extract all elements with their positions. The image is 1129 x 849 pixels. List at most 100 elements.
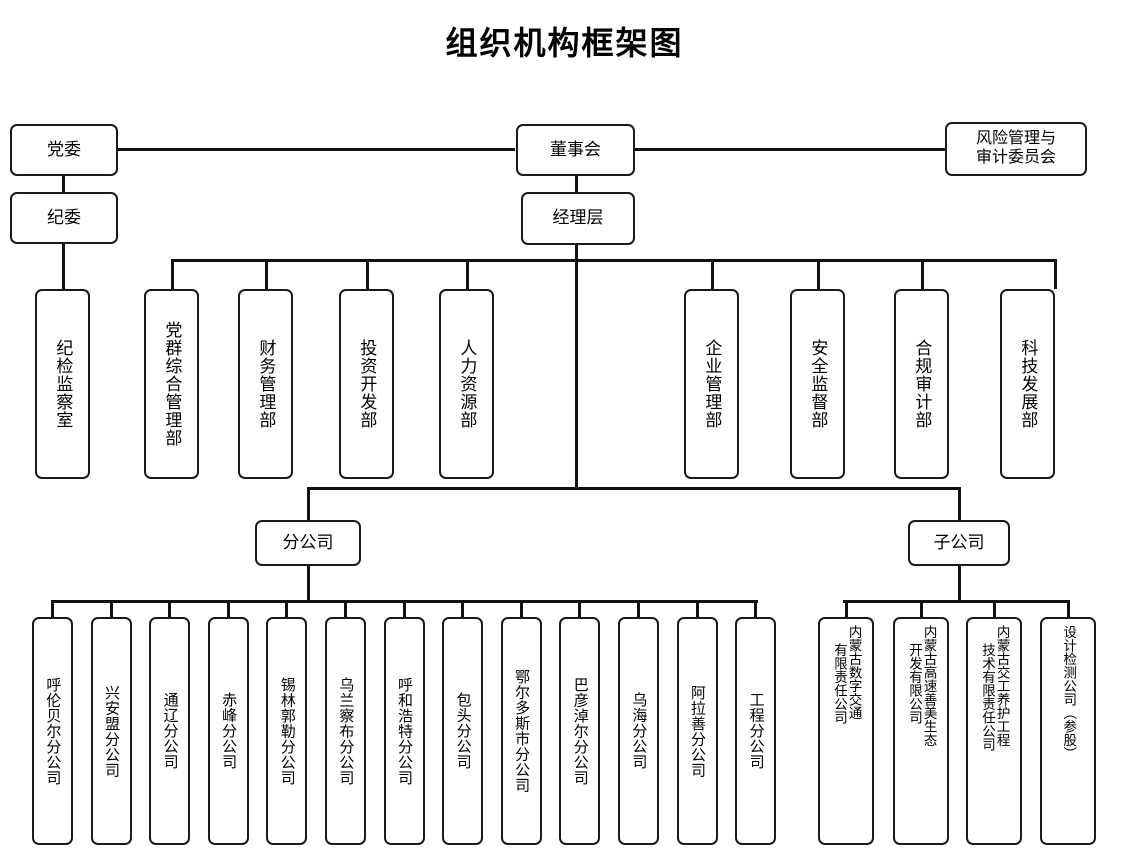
node-branch-0[interactable]: 呼伦贝尔分公司: [32, 617, 73, 845]
node-branch-7[interactable]: 包头分公司: [442, 617, 484, 845]
node-label: 包头分公司: [454, 692, 472, 770]
node-label: 科技发展部: [1018, 339, 1038, 429]
connector-bus-to-subsidiary-group: [958, 487, 961, 520]
node-department-left-3[interactable]: 人力资源部: [439, 289, 494, 479]
connector-subsidiary-stem: [844, 600, 848, 619]
node-label: 子公司: [933, 532, 985, 552]
node-department-left-2[interactable]: 投资开发部: [339, 289, 394, 479]
connector-branch-stem: [109, 600, 113, 619]
connector-subsidiary-bus: [843, 600, 1070, 603]
node-department-left-1[interactable]: 财务管理部: [238, 289, 293, 479]
node-subsidiary-1[interactable]: 内蒙古高速善美生态开发有限公司: [893, 617, 949, 845]
node-label: 董事会: [550, 139, 601, 159]
node-department-right-2[interactable]: 合规审计部: [894, 289, 949, 479]
connector-subsidiary-stem: [919, 600, 923, 619]
node-subsidiary-2[interactable]: 内蒙古交工养护工程技术有限责任公司: [966, 617, 1022, 845]
node-department-right-3[interactable]: 科技发展部: [1000, 289, 1055, 479]
connector-management-to-company-bus: [575, 259, 578, 488]
connector-branch-stem: [285, 600, 289, 619]
node-label: 呼和浩特分公司: [395, 676, 413, 786]
node-risk-audit-committee[interactable]: 风险管理与 审计委员会: [945, 122, 1087, 176]
node-branch-8[interactable]: 鄂尔多斯市分公司: [500, 617, 542, 845]
node-board-of-directors[interactable]: 董事会: [516, 124, 635, 176]
node-label: 巴彦淖尔分公司: [571, 676, 589, 786]
node-label: 鄂尔多斯市分公司: [513, 669, 531, 793]
connector-branch-stem: [226, 600, 230, 619]
connector-management-down: [575, 245, 578, 261]
node-branch-1[interactable]: 兴安盟分公司: [90, 617, 132, 845]
connector-branch-stem: [637, 600, 640, 619]
node-label: 呼伦贝尔分公司: [44, 676, 62, 786]
connector-company-bus: [307, 487, 961, 490]
node-label-col-right: 设计检测公司（参股）: [1061, 625, 1077, 760]
connector-top-spine: [117, 148, 515, 151]
node-label: 工程分公司: [747, 692, 765, 770]
node-branch-3[interactable]: 赤峰分公司: [207, 617, 249, 845]
connector-dept-stem: [466, 259, 469, 289]
connector-dept-stem: [817, 259, 820, 289]
node-label-col-left: 开发有限公司: [907, 643, 922, 724]
node-label: 纪委: [47, 207, 81, 227]
connector-dept-stem: [366, 259, 369, 289]
connector-branch-stem: [461, 600, 465, 619]
node-label: 经理层: [552, 208, 604, 228]
connector-dept-stem: [265, 259, 268, 289]
node-branch-5[interactable]: 乌兰察布分公司: [325, 617, 366, 845]
connector-bus-right-end: [1054, 259, 1057, 289]
node-label: 党群综合管理部: [162, 321, 182, 447]
node-label-col-right: 内蒙古数字交通: [846, 625, 862, 720]
connector-bus-left-end: [171, 259, 174, 289]
node-label-col-right: 内蒙古交工养护工程: [994, 625, 1010, 747]
node-department-right-0[interactable]: 企业管理部: [684, 289, 739, 479]
node-department-right-1[interactable]: 安全监督部: [790, 289, 845, 479]
node-label-col-right: 内蒙古高速善美生态: [921, 625, 937, 747]
node-label: 乌兰察布分公司: [337, 676, 355, 786]
node-label: 兴安盟分公司: [102, 684, 120, 778]
connector-branch-stem: [519, 600, 523, 619]
node-discipline-inspection-office[interactable]: 纪检监察室: [35, 289, 90, 479]
node-branch-4[interactable]: 锡林郭勒分公司: [266, 617, 308, 845]
connector-branch-group-down: [307, 566, 310, 601]
node-party-committee[interactable]: 党委: [10, 124, 118, 176]
connector-board-to-management: [575, 176, 578, 193]
node-management-layer[interactable]: 经理层: [521, 192, 635, 245]
node-label-col-left: 技术有限责任公司: [980, 643, 995, 751]
connector-branch-stem: [168, 600, 172, 619]
node-label: 风险管理与 审计委员会: [975, 130, 1056, 166]
node-subsidiary-0[interactable]: 内蒙古数字交通有限责任公司: [818, 617, 874, 845]
node-branch-2[interactable]: 通辽分公司: [149, 617, 191, 845]
connector-branch-stem: [402, 600, 406, 619]
node-branch-9[interactable]: 巴彦淖尔分公司: [559, 617, 601, 845]
node-branch-11[interactable]: 阿拉善分公司: [676, 617, 718, 845]
connector-bus-to-branch-group: [307, 487, 310, 520]
node-branch-12[interactable]: 工程分公司: [735, 617, 777, 845]
node-subsidiary-3[interactable]: 设计检测公司（参股）: [1040, 617, 1096, 845]
node-branch-10[interactable]: 乌海分公司: [618, 617, 659, 845]
node-label: 合规审计部: [912, 339, 932, 429]
connector-party-to-discipline: [62, 175, 65, 194]
node-label: 人力资源部: [457, 339, 477, 429]
node-label: 赤峰分公司: [220, 692, 238, 770]
node-department-left-0[interactable]: 党群综合管理部: [144, 289, 199, 479]
node-label: 分公司: [282, 532, 334, 552]
connector-branch-stem: [51, 600, 54, 619]
node-label: 党委: [47, 139, 81, 159]
connector-dept-stem: [921, 259, 924, 289]
node-label: 通辽分公司: [161, 692, 179, 770]
node-branch-group[interactable]: 分公司: [255, 520, 361, 566]
connector-discipline-to-office: [62, 243, 65, 289]
connector-subsidiary-group-down: [958, 566, 961, 601]
connector-branch-stem: [754, 600, 758, 619]
connector-dept-stem: [711, 259, 714, 289]
connector-department-bus: [171, 259, 1057, 262]
node-discipline-committee[interactable]: 纪委: [10, 192, 118, 244]
node-label: 纪检监察室: [53, 339, 73, 429]
node-label: 安全监督部: [808, 339, 828, 429]
node-subsidiary-group[interactable]: 子公司: [908, 520, 1010, 566]
connector-subsidiary-stem: [1066, 600, 1070, 619]
connector-branch-stem: [578, 600, 582, 619]
connector-subsidiary-stem: [992, 600, 996, 619]
node-label: 投资开发部: [357, 339, 377, 429]
node-branch-6[interactable]: 呼和浩特分公司: [383, 617, 425, 845]
